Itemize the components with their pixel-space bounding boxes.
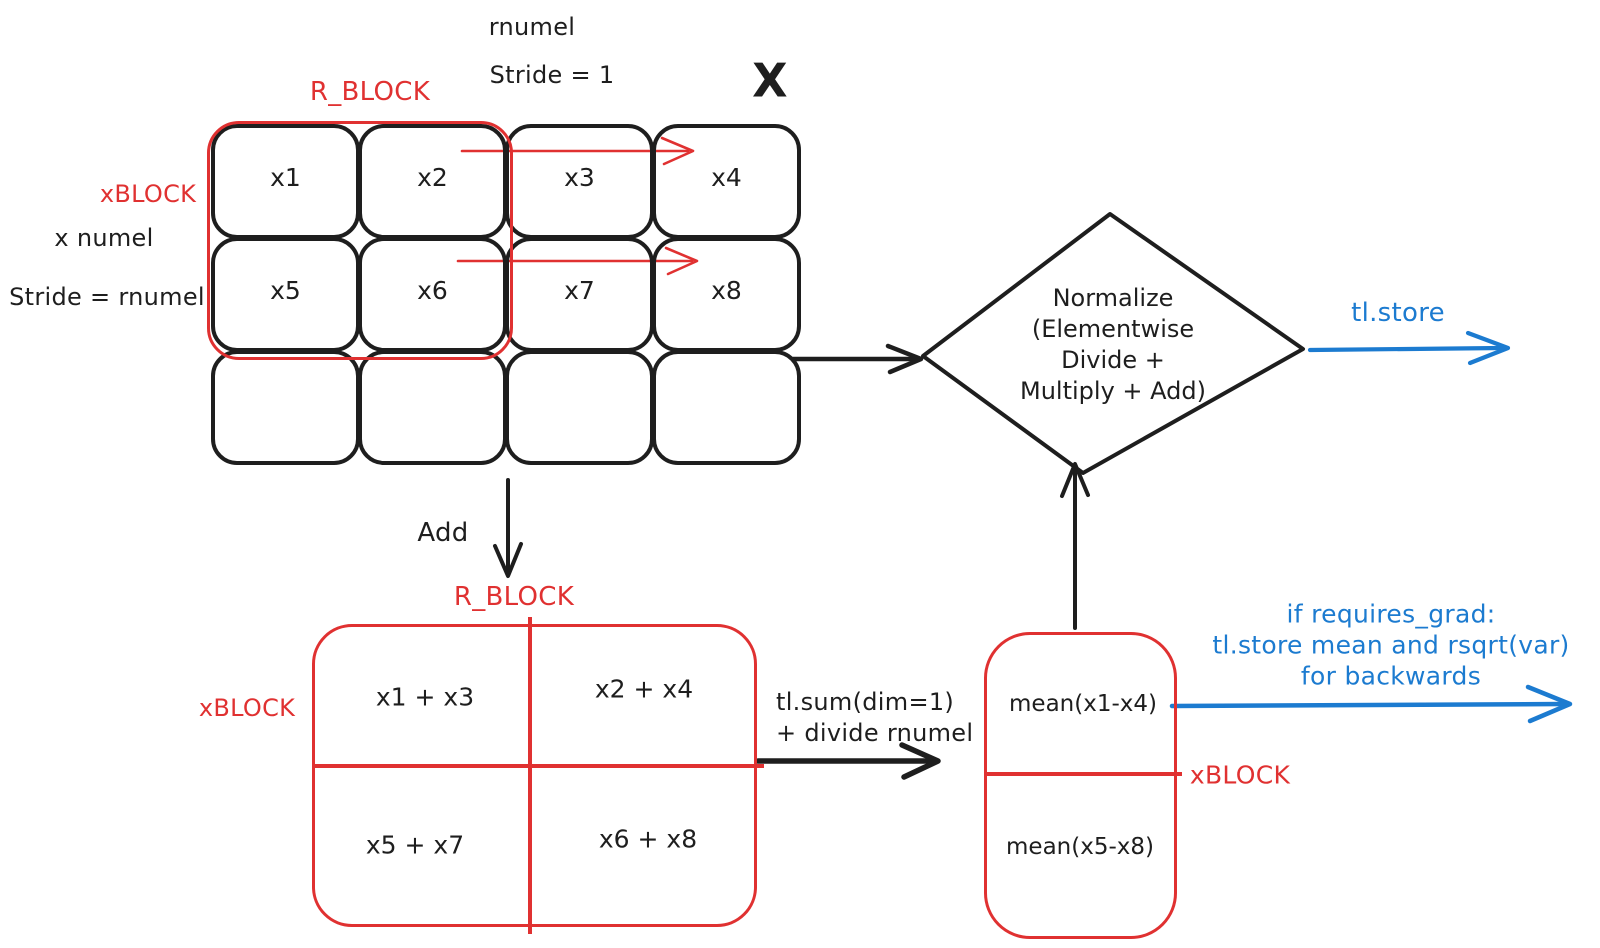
tlstore-arrow bbox=[1307, 330, 1511, 366]
stride-row-label: Stride = 1 bbox=[489, 61, 615, 89]
mean-matrix-box: mean(x1-x4) mean(x5-x8) bbox=[984, 632, 1182, 939]
backwards-step-label: if requires_grad: tl.store mean and rsqr… bbox=[1212, 599, 1570, 691]
grid-cell-x8: x8 bbox=[652, 237, 801, 352]
grid-to-normalize-arrow bbox=[790, 343, 924, 375]
mean-cell-top: mean(x1-x4) bbox=[1009, 691, 1157, 717]
add-step-label: Add bbox=[417, 517, 469, 548]
backwards-arrow bbox=[1169, 684, 1573, 724]
grid-cell-empty-2 bbox=[358, 350, 507, 465]
rnumel-label: rnumel bbox=[488, 13, 576, 41]
xblock-rblock-selection bbox=[207, 121, 513, 360]
add-arrow bbox=[493, 478, 523, 578]
normalize-node-label: Normalize (Elementwise Divide + Multiply… bbox=[1020, 284, 1206, 405]
mean-matrix-divider bbox=[985, 772, 1182, 776]
sum-step-label: tl.sum(dim=1) + divide rnumel bbox=[776, 688, 974, 747]
r-block-label-top: R_BLOCK bbox=[309, 76, 431, 107]
mean-cell-bottom: mean(x5-x8) bbox=[1006, 834, 1154, 860]
grid-cell-empty-1 bbox=[211, 350, 360, 465]
xblock-label-mean: xBLOCK bbox=[1189, 760, 1291, 790]
r-block-label-bottom: R_BLOCK bbox=[453, 581, 575, 612]
sum-arrow bbox=[755, 742, 941, 780]
grid-cell-x4: x4 bbox=[652, 124, 801, 239]
grid-cell-x7: x7 bbox=[505, 237, 654, 352]
grid-cell-x3: x3 bbox=[505, 124, 654, 239]
mean-to-normalize-arrow bbox=[1060, 462, 1090, 630]
grid-cell-empty-4 bbox=[652, 350, 801, 465]
grid-cell-empty-3 bbox=[505, 350, 654, 465]
x-matrix-label: X bbox=[752, 53, 788, 108]
sum-cell-x6x8: x6 + x8 bbox=[598, 824, 698, 854]
sum-matrix-horizontal-divider bbox=[313, 764, 764, 768]
x-matrix-grid: x1 x2 x3 x4 x5 x6 x7 x8 bbox=[211, 124, 801, 465]
x-numel-label: x numel bbox=[54, 224, 154, 252]
sum-cell-x2x4: x2 + x4 bbox=[594, 674, 694, 704]
xblock-label-bottom: xBLOCK bbox=[198, 694, 296, 722]
sum-matrix-box: x1 + x3 x2 + x4 x5 + x7 x6 + x8 bbox=[312, 617, 764, 934]
sum-cell-x5x7: x5 + x7 bbox=[365, 830, 465, 860]
xblock-label-top: xBLOCK bbox=[99, 180, 197, 208]
sum-matrix-vertical-divider bbox=[528, 617, 532, 934]
stride-col-label: Stride = rnumel bbox=[9, 283, 205, 311]
tlstore-label: tl.store bbox=[1351, 297, 1445, 328]
sum-cell-x1x3: x1 + x3 bbox=[375, 682, 475, 712]
